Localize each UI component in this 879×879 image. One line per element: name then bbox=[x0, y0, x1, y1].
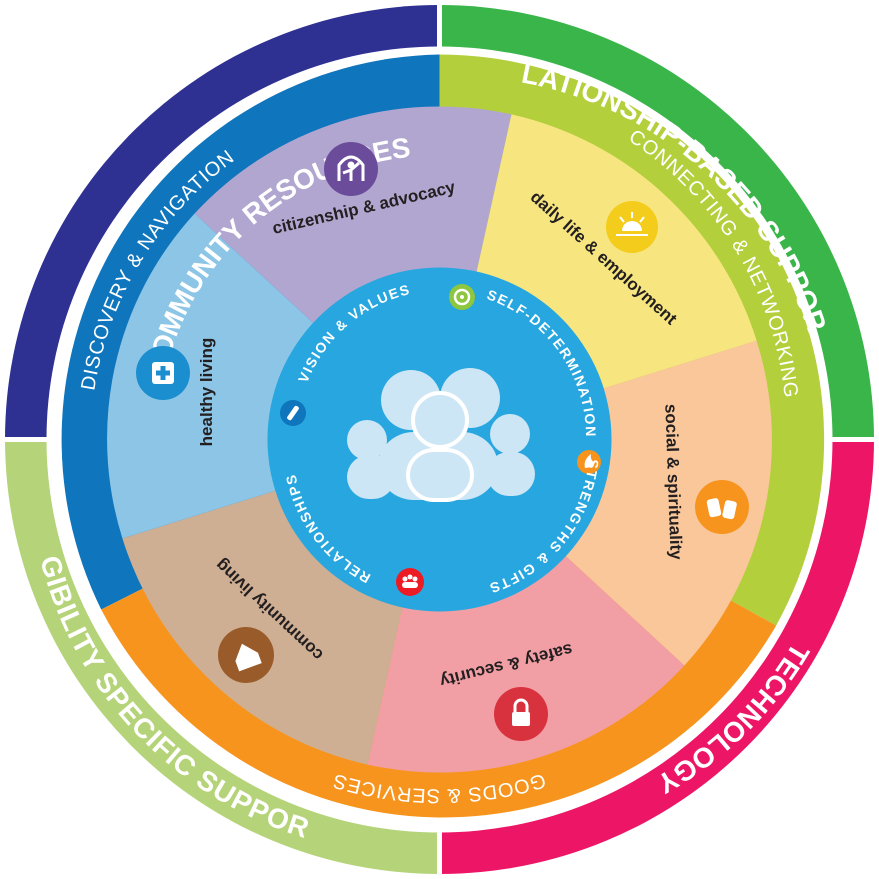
pen-icon bbox=[280, 400, 306, 426]
group-icon bbox=[396, 568, 424, 596]
sun-icon[interactable] bbox=[606, 201, 658, 253]
people-group-icon bbox=[347, 368, 535, 502]
steering-wheel-icon bbox=[449, 284, 475, 310]
security-icon[interactable] bbox=[494, 687, 548, 741]
domain-label-healthy-living: healthy living bbox=[197, 338, 216, 447]
health-icon[interactable] bbox=[136, 346, 190, 400]
social-icon[interactable] bbox=[695, 480, 749, 534]
flame-icon bbox=[577, 450, 601, 474]
advocacy-icon[interactable] bbox=[324, 142, 378, 196]
home-icon[interactable] bbox=[218, 627, 274, 683]
